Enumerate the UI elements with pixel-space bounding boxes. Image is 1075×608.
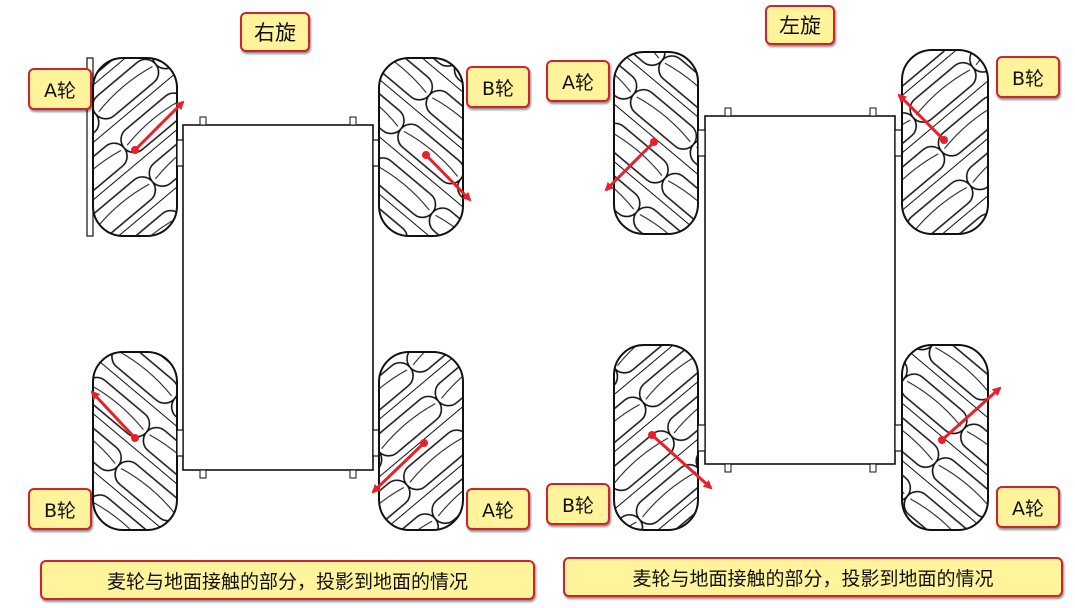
force-arrow — [424, 153, 472, 202]
chassis-tab — [349, 116, 357, 126]
chassis-tab — [724, 463, 732, 473]
panel-caption: 麦轮与地面接触的部分，投影到地面的情况 — [563, 557, 1063, 597]
wheel-label-bottom-left: B轮 — [546, 483, 610, 525]
panel-left-rotation — [604, 49, 1002, 531]
chassis-tab — [199, 469, 207, 479]
wheel-label-bottom-right: A轮 — [996, 486, 1060, 528]
contact-point — [938, 436, 946, 444]
chassis-tab — [349, 469, 357, 479]
contact-point — [131, 146, 139, 154]
force-arrow — [897, 93, 946, 142]
panel-title: 左旋 — [765, 5, 835, 45]
wheel-label-top-right: B轮 — [996, 56, 1060, 98]
wheel-top-right — [372, 57, 472, 237]
wheel-label-top-left: A轮 — [546, 60, 610, 102]
chassis-tab — [199, 116, 207, 126]
force-arrow — [90, 390, 137, 440]
chassis-tab — [869, 107, 877, 117]
panel-title: 右旋 — [240, 12, 310, 52]
contact-point — [420, 439, 428, 447]
force-arrow — [371, 441, 426, 494]
chassis-tab — [869, 463, 877, 473]
panel-caption: 麦轮与地面接触的部分，投影到地面的情况 — [40, 560, 535, 600]
force-arrow — [604, 140, 656, 192]
contact-point — [648, 431, 656, 439]
wheel-label-bottom-left: B轮 — [28, 488, 92, 530]
contact-point — [650, 138, 658, 146]
wheel-label-bottom-right: A轮 — [466, 488, 530, 530]
panel-right-rotation — [86, 57, 472, 531]
wheel-bottom-right — [894, 344, 1002, 531]
wheel-top-left — [86, 57, 185, 237]
contact-point — [131, 434, 139, 442]
chassis-body — [182, 124, 374, 471]
force-arrow — [940, 386, 1002, 442]
wheel-label-top-left: A轮 — [28, 68, 92, 110]
wheel-bottom-left — [90, 351, 184, 531]
chassis-body — [704, 115, 896, 465]
force-arrow — [650, 433, 713, 490]
wheel-bottom-left — [613, 344, 713, 531]
chassis-tab — [724, 107, 732, 117]
contact-point — [940, 136, 948, 144]
force-arrow — [133, 100, 185, 152]
contact-point — [422, 151, 430, 159]
wheel-top-left — [604, 51, 706, 235]
wheel-bottom-right — [371, 351, 464, 531]
wheel-label-top-right: B轮 — [466, 66, 530, 108]
wheel-top-right — [894, 49, 989, 235]
